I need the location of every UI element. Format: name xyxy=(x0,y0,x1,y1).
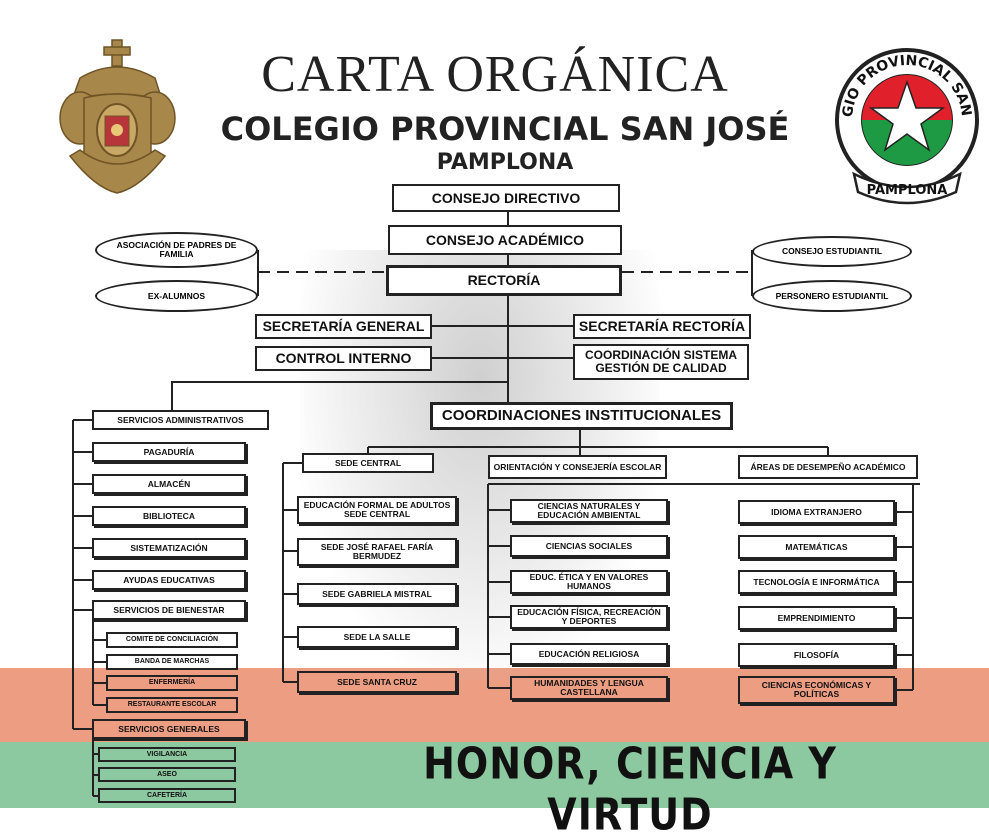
seal-city: PAMPLONA xyxy=(867,183,948,198)
orientacion-item: EDUCACIÓN FÍSICA, RECREACIÓN Y DEPORTES xyxy=(510,605,668,629)
orientacion-item: EDUCACIÓN RELIGIOSA xyxy=(510,643,668,665)
sede-item: EDUCACIÓN FORMAL DE ADULTOS SEDE CENTRAL xyxy=(297,496,457,524)
bienestar-item: ENFERMERÍA xyxy=(106,675,238,691)
sede-central-box: SEDE CENTRAL xyxy=(302,453,434,473)
servicios-administrativos-box: SERVICIOS ADMINISTRATIVOS xyxy=(92,410,269,430)
admin-item: ALMACÉN xyxy=(92,474,246,494)
school-motto: HONOR, CIENCIA Y VIRTUD xyxy=(423,738,837,840)
control-interno-box: CONTROL INTERNO xyxy=(255,346,432,371)
consejo-directivo-box: CONSEJO DIRECTIVO xyxy=(392,184,620,212)
chart-title: CARTA ORGÁNICA xyxy=(261,46,729,103)
orientacion-item: CIENCIAS SOCIALES xyxy=(510,535,668,557)
areas-box: ÁREAS DE DESEMPEÑO ACADÉMICO xyxy=(738,455,918,479)
admin-item: AYUDAS EDUCATIVAS xyxy=(92,570,246,590)
oval-ex-alumnos: EX-ALUMNOS xyxy=(95,280,258,312)
generales-item: VIGILANCIA xyxy=(98,747,236,762)
servicios-generales-box: SERVICIOS GENERALES xyxy=(92,719,246,739)
school-seal-icon: COLEGIO PROVINCIAL SAN JOSE PAMPLONA xyxy=(832,42,979,205)
city-name: PAMPLONA xyxy=(436,150,574,175)
orientacion-item: HUMANIDADES Y LENGUA CASTELLANA xyxy=(510,676,668,700)
sede-item: SEDE SANTA CRUZ xyxy=(297,671,457,693)
servicios-bienestar-box: SERVICIOS DE BIENESTAR xyxy=(92,600,246,620)
area-item: MATEMÁTICAS xyxy=(738,535,895,559)
secretaria-general-box: SECRETARÍA GENERAL xyxy=(255,314,432,339)
orientacion-box: ORIENTACIÓN Y CONSEJERÍA ESCOLAR xyxy=(488,455,667,479)
area-item: FILOSOFÍA xyxy=(738,643,895,667)
coordinaciones-box: COORDINACIONES INSTITUCIONALES xyxy=(430,402,733,430)
admin-item: SISTEMATIZACIÓN xyxy=(92,538,246,558)
admin-item: PAGADURÍA xyxy=(92,442,246,462)
coordinacion-calidad-box: COORDINACIÓN SISTEMA GESTIÓN DE CALIDAD xyxy=(573,344,749,380)
area-item: EMPRENDIMIENTO xyxy=(738,606,895,630)
consejo-academico-box: CONSEJO ACADÉMICO xyxy=(388,225,622,255)
sede-item: SEDE LA SALLE xyxy=(297,626,457,648)
rectoria-box: RECTORÍA xyxy=(386,265,622,296)
school-crest-icon xyxy=(59,39,176,194)
oval-personero-estudiantil: PERSONERO ESTUDIANTIL xyxy=(752,280,912,312)
admin-item: BIBLIOTECA xyxy=(92,506,246,526)
orientacion-item: EDUC. ÉTICA Y EN VALORES HUMANOS xyxy=(510,570,668,594)
sede-item: SEDE JOSÉ RAFAEL FARÍA BERMUDEZ xyxy=(297,538,457,566)
school-name: COLEGIO PROVINCIAL SAN JOSÉ xyxy=(220,110,790,148)
generales-item: ASEO xyxy=(98,767,236,782)
secretaria-rectoria-box: SECRETARÍA RECTORÍA xyxy=(573,314,751,339)
area-item: CIENCIAS ECONÓMICAS Y POLÍTICAS xyxy=(738,676,895,704)
sede-item: SEDE GABRIELA MISTRAL xyxy=(297,583,457,605)
bienestar-item: COMITE DE CONCILIACIÓN xyxy=(106,632,238,648)
oval-consejo-estudiantil: CONSEJO ESTUDIANTIL xyxy=(752,236,912,267)
oval-asociacion-padres: ASOCIACIÓN DE PADRES DE FAMILIA xyxy=(95,232,258,268)
area-item: TECNOLOGÍA E INFORMÁTICA xyxy=(738,570,895,594)
orientacion-item: CIENCIAS NATURALES Y EDUCACIÓN AMBIENTAL xyxy=(510,499,668,523)
bienestar-item: BANDA DE MARCHAS xyxy=(106,654,238,670)
area-item: IDIOMA EXTRANJERO xyxy=(738,500,895,524)
bienestar-item: RESTAURANTE ESCOLAR xyxy=(106,697,238,713)
generales-item: CAFETERÍA xyxy=(98,788,236,803)
connector-lines xyxy=(72,212,920,797)
